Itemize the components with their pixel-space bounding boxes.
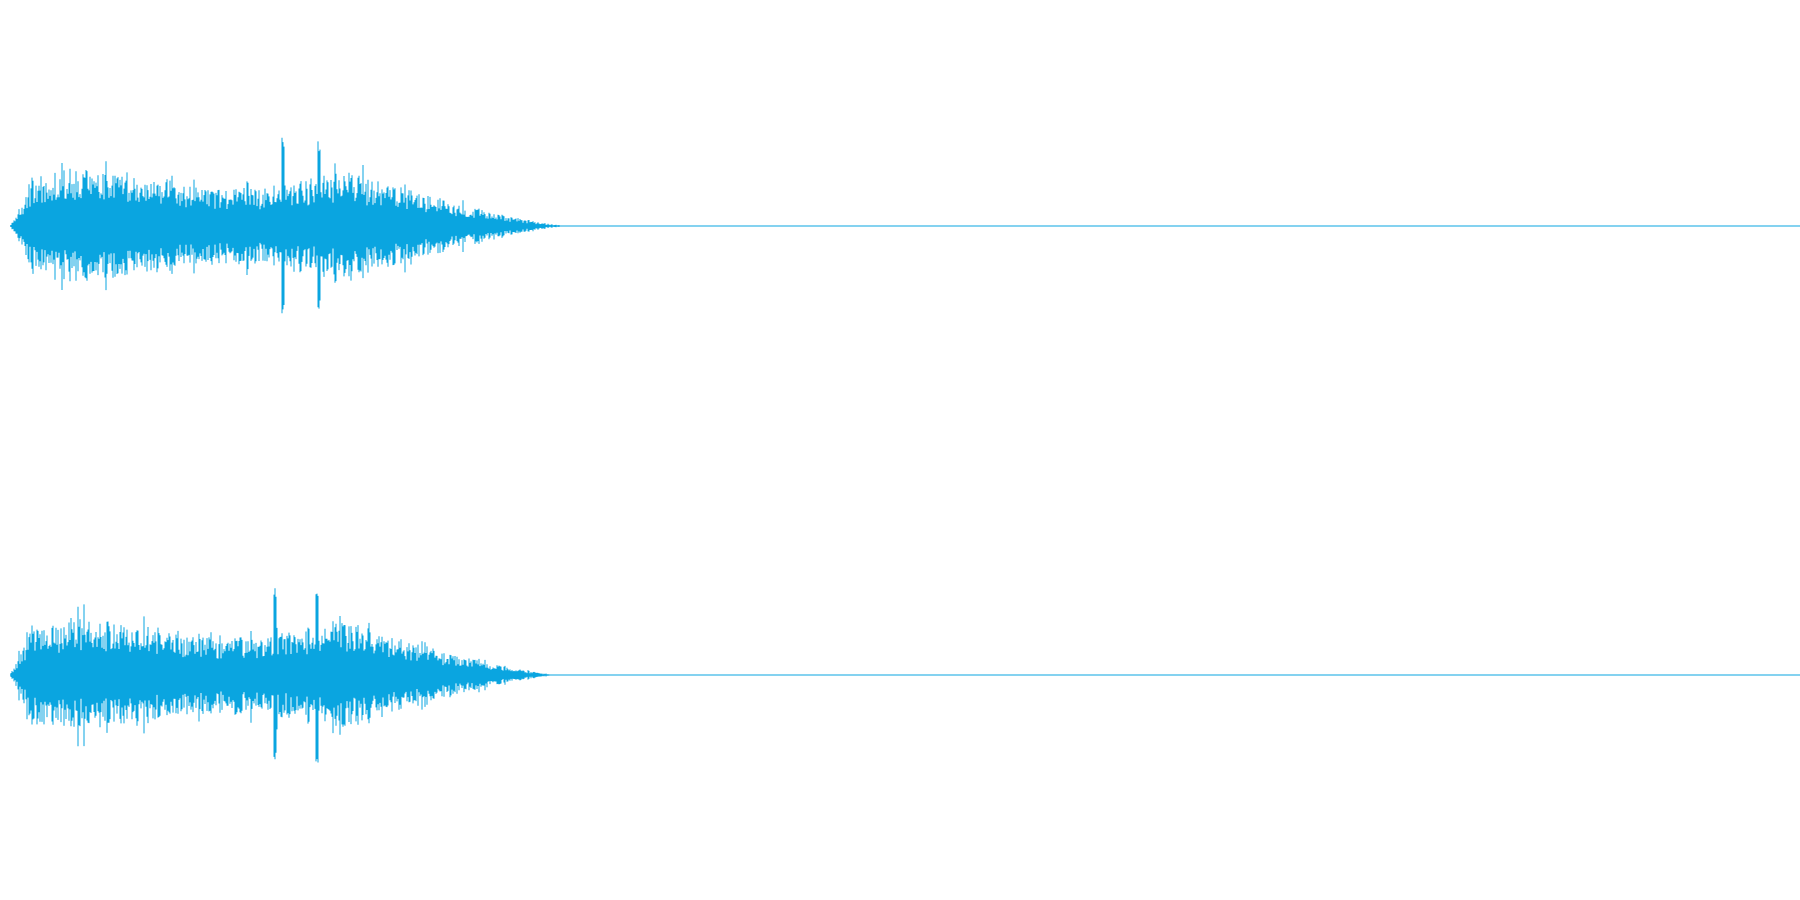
waveform-signal [10,137,566,314]
waveform-channel-1 [10,137,1800,314]
waveform-channel-2 [10,588,1800,763]
waveform-signal [10,588,557,763]
